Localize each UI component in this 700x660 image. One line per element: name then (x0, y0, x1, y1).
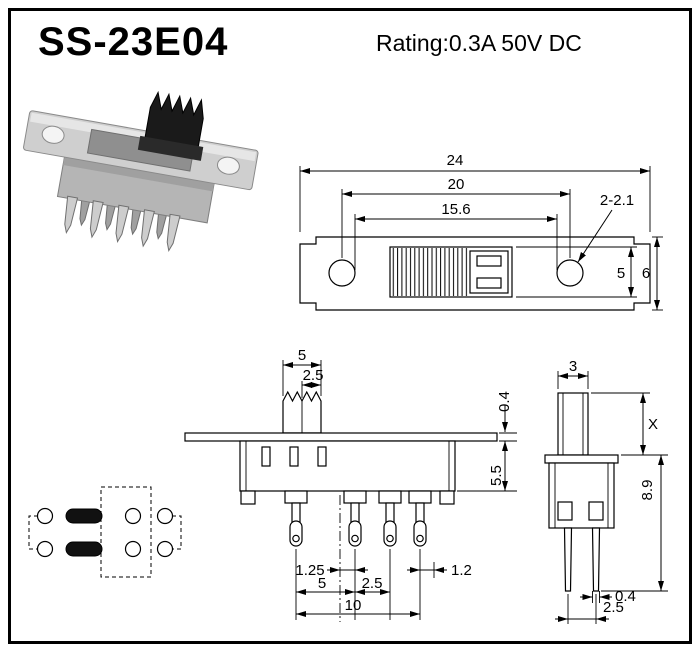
product-photo (23, 90, 259, 253)
side-slot-right (588, 501, 604, 521)
knob-slot-lower (476, 277, 502, 289)
dim-center-to-pin-label: 1.25 (295, 562, 324, 579)
pcb-hole (156, 507, 174, 525)
mounting-hole-left (328, 259, 356, 287)
front-view-dimensions: 5 2.5 0.4 5.5 1.25 1.2 5 2.5 10 (282, 347, 517, 620)
dim-knob-offset-label: 2.5 (303, 367, 324, 384)
pcb-hole (124, 507, 142, 525)
side-flange (544, 454, 619, 464)
dim-knob-height-label: X (648, 416, 658, 433)
pcb-layout (28, 486, 182, 578)
pcb-hole (124, 540, 142, 558)
front-foot-right (439, 490, 455, 505)
side-knob (557, 392, 589, 456)
window-hatch (391, 248, 468, 296)
dim-knob-depth-label: 3 (569, 358, 577, 375)
dim-end-offset-label: 1.2 (451, 562, 472, 579)
photo-hole-left (41, 125, 65, 144)
dim-pin-pitch-side-label: 2.5 (603, 599, 624, 616)
photo-body-shade (63, 155, 215, 192)
dim-pin-span-label: 5 (318, 575, 326, 592)
dim-pin-thickness-label: 0.4 (615, 588, 636, 605)
dim-pin-total-label: 10 (345, 597, 362, 614)
pcb-slot-pad-top (65, 508, 103, 524)
mounting-hole-right (556, 259, 584, 287)
side-view: 3 X 8.9 0.4 2.5 (544, 358, 668, 624)
top-view: 24 20 15.6 2-2.1 5 6 (299, 152, 663, 311)
side-pin-2 (591, 527, 601, 592)
front-flange (184, 432, 498, 442)
front-slot-1 (261, 446, 271, 467)
hole-callout-label: 2-2.1 (600, 192, 634, 209)
top-view-dimensions: 24 20 15.6 2-2.1 5 6 (299, 152, 663, 311)
front-foot-left (240, 490, 256, 505)
dim-inner-span-label: 15.6 (441, 201, 470, 218)
pcb-hole (156, 540, 174, 558)
side-pin-1 (563, 527, 573, 592)
page-border (8, 8, 692, 644)
photo-knob (143, 90, 204, 151)
pcb-body-outline (100, 486, 152, 578)
knob-slot-upper (476, 255, 502, 267)
photo-hole-right (216, 156, 240, 175)
front-body (239, 440, 456, 492)
photo-pins-front (64, 195, 181, 253)
dim-flange-thickness-label: 0.4 (496, 391, 513, 412)
dim-knob-width-label: 5 (298, 347, 306, 364)
front-slot-3 (317, 446, 327, 467)
front-pins (284, 490, 432, 547)
rating-text: Rating:0.3A 50V DC (376, 30, 582, 56)
dim-overall-height-label: 8.9 (639, 480, 656, 501)
dim-pin-pitch-label: 2.5 (362, 575, 383, 592)
photo-knob-base (137, 135, 204, 161)
pcb-slot-pad-bottom (65, 541, 103, 557)
side-slot-left (557, 501, 573, 521)
front-slot-2 (289, 446, 299, 467)
side-view-dimensions: 3 X 8.9 0.4 2.5 (555, 358, 668, 624)
pcb-hole (36, 540, 54, 558)
dim-body-width-label: 6 (642, 265, 650, 282)
pcb-hole (36, 507, 54, 525)
part-number-title: SS-23E04 (38, 20, 229, 64)
dim-hole-spacing-label: 20 (448, 176, 465, 193)
front-view: 5 2.5 0.4 5.5 1.25 1.2 5 2.5 10 (184, 347, 517, 622)
dim-body-height-label: 5.5 (488, 465, 505, 486)
dim-slot-height-label: 5 (617, 265, 625, 282)
dim-total-length-label: 24 (447, 152, 464, 169)
